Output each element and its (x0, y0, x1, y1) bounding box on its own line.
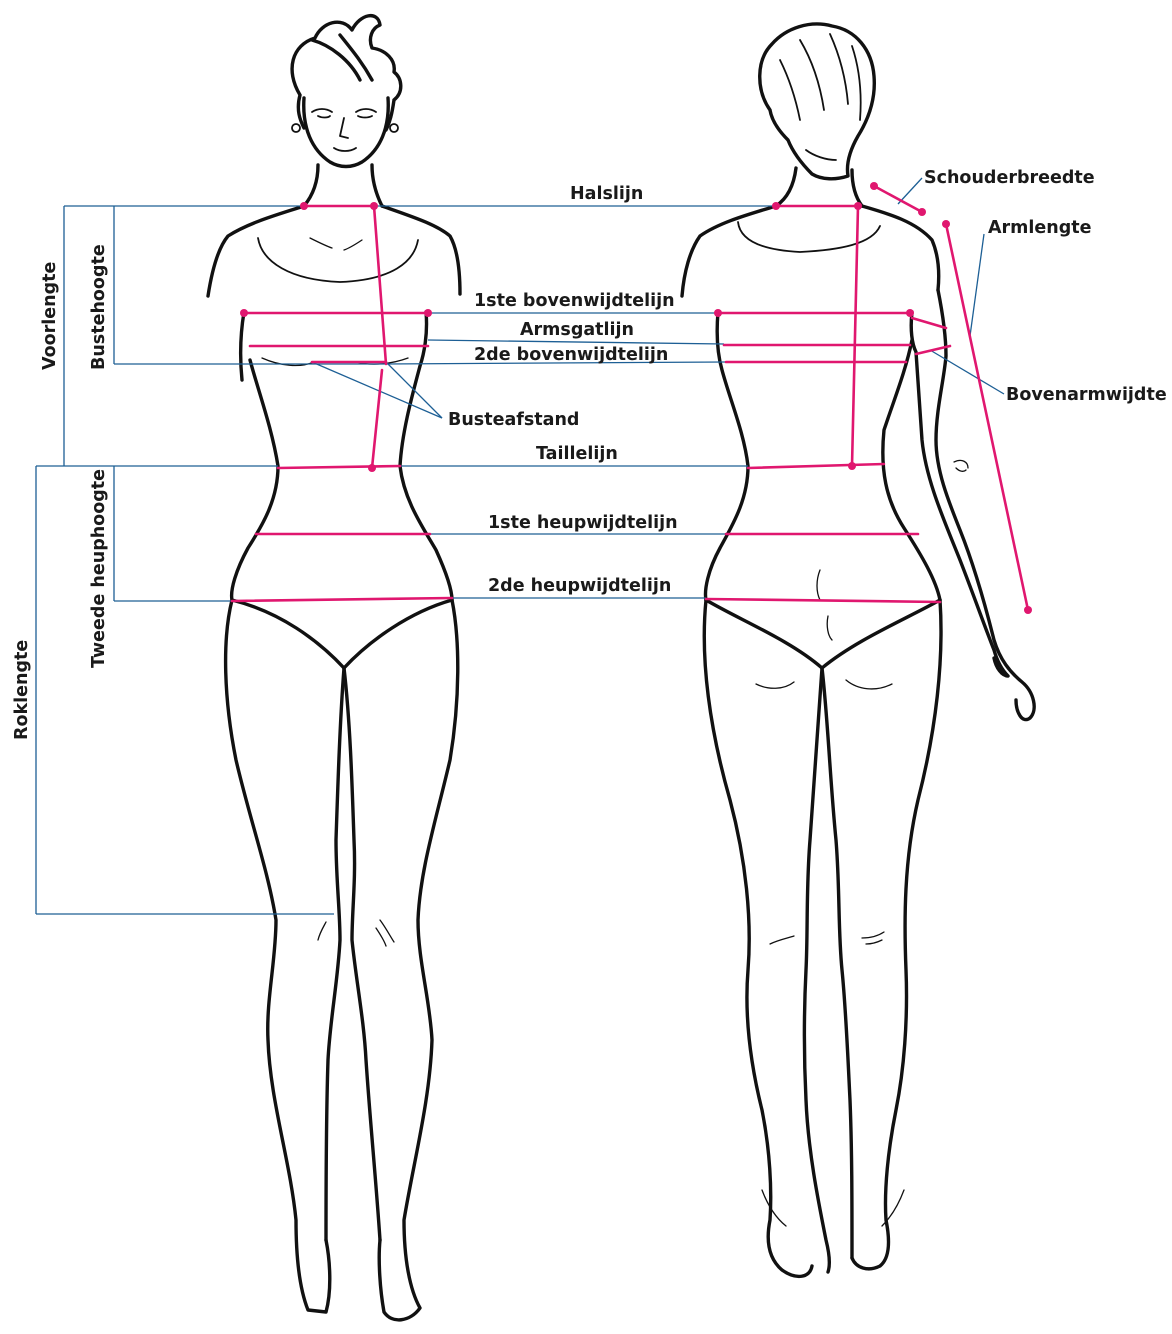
front-knees (318, 920, 394, 946)
front-right-leg (379, 600, 458, 1320)
label-heupwijdte1: 1ste heupwijdtelijn (488, 513, 678, 533)
point-arm-start (942, 220, 950, 228)
measurement-points (240, 182, 1032, 614)
front-neckline (258, 238, 418, 282)
point-back-waist (848, 462, 856, 470)
label-schouderbreedte: Schouderbreedte (924, 168, 1095, 188)
front-figure (208, 16, 460, 1320)
back-arm-outer (936, 290, 1034, 720)
back-right-leg (852, 600, 941, 1269)
back-arm-inner (911, 312, 1008, 676)
back-right-leg-inner (822, 668, 852, 1258)
back-torso-left (706, 312, 748, 600)
front-right-shoulder (382, 206, 460, 294)
front-left-shoulder (208, 206, 304, 296)
back-knee-folds (770, 932, 884, 944)
point-front-neck-right (370, 202, 378, 210)
front-earring-left (292, 124, 300, 132)
guide-lines (36, 178, 1004, 914)
label-bustehoogte: Bustehoogte (89, 244, 109, 370)
front-collarbone (310, 238, 362, 250)
back-left-leg (704, 600, 812, 1276)
label-halslijn: Halslijn (570, 184, 643, 204)
front-right-leg-inner (344, 668, 380, 1240)
point-front-waist (368, 464, 376, 472)
front-neck (304, 165, 382, 206)
label-voorlengte: Voorlengte (40, 262, 60, 370)
label-armsgatlijn: Armsgatlijn (520, 320, 634, 340)
guide-armsgat (428, 340, 724, 344)
back-heels (762, 1190, 904, 1226)
label-bovenwijdte1: 1ste bovenwijdtelijn (474, 291, 675, 311)
point-front-bovenwijdte-right (424, 309, 432, 317)
front-earring-right (390, 124, 398, 132)
guide-busteafstand-b (386, 362, 442, 418)
front-taille-measure (278, 466, 400, 468)
front-heupwijdte2-measure (232, 598, 452, 601)
front-nose-mouth (334, 118, 356, 151)
front-bust-height-measure (374, 206, 386, 364)
label-armlengte: Armlengte (988, 218, 1092, 238)
back-upperarm-top-measure (912, 318, 946, 328)
label-tweede-heuphoogte: Tweede heuphoogte (89, 469, 109, 668)
back-taille-measure (748, 464, 884, 468)
label-bovenarmwijdte: Bovenarmwijdte (1006, 385, 1167, 405)
front-face (304, 98, 389, 167)
back-torso-right (883, 340, 940, 600)
guide-armlengte-pointer (970, 234, 984, 336)
point-back-bovenwijdte-left (714, 309, 722, 317)
back-elbow (954, 460, 968, 471)
label-bovenwijdte2: 2de bovenwijdtelijn (474, 345, 668, 365)
back-briefs (706, 600, 940, 668)
back-schouderbreedte-measure (874, 186, 922, 212)
point-front-bovenwijdte-left (240, 309, 248, 317)
label-busteafstand: Busteafstand (448, 410, 579, 430)
point-back-neck-left (772, 202, 780, 210)
measurement-lines (232, 186, 1028, 610)
label-taillelijn: Taillelijn (536, 444, 618, 464)
point-back-neck-right (854, 202, 862, 210)
front-torso-right (400, 312, 452, 600)
point-arm-end (1024, 606, 1032, 614)
back-left-leg-inner (805, 668, 830, 1272)
front-torso-left (232, 312, 278, 600)
point-shoulder-end (918, 208, 926, 216)
front-hair (292, 16, 401, 130)
label-heupwijdte2: 2de heupwijdtelijn (488, 576, 671, 596)
back-spine (817, 570, 832, 640)
front-waist-drop-measure (372, 370, 382, 468)
point-shoulder-start (870, 182, 878, 190)
point-back-bovenwijdte-right (906, 309, 914, 317)
label-roklengte: Roklengte (12, 640, 32, 740)
back-right-shoulder (862, 206, 939, 290)
back-hair-strands (780, 34, 861, 160)
front-left-leg (226, 600, 330, 1312)
front-left-leg-inner (326, 668, 344, 1240)
front-eyes (312, 109, 376, 118)
point-front-neck-left (300, 202, 308, 210)
back-heupwijdte2-measure (706, 599, 940, 602)
back-left-shoulder (682, 206, 776, 296)
front-briefs (232, 600, 452, 668)
